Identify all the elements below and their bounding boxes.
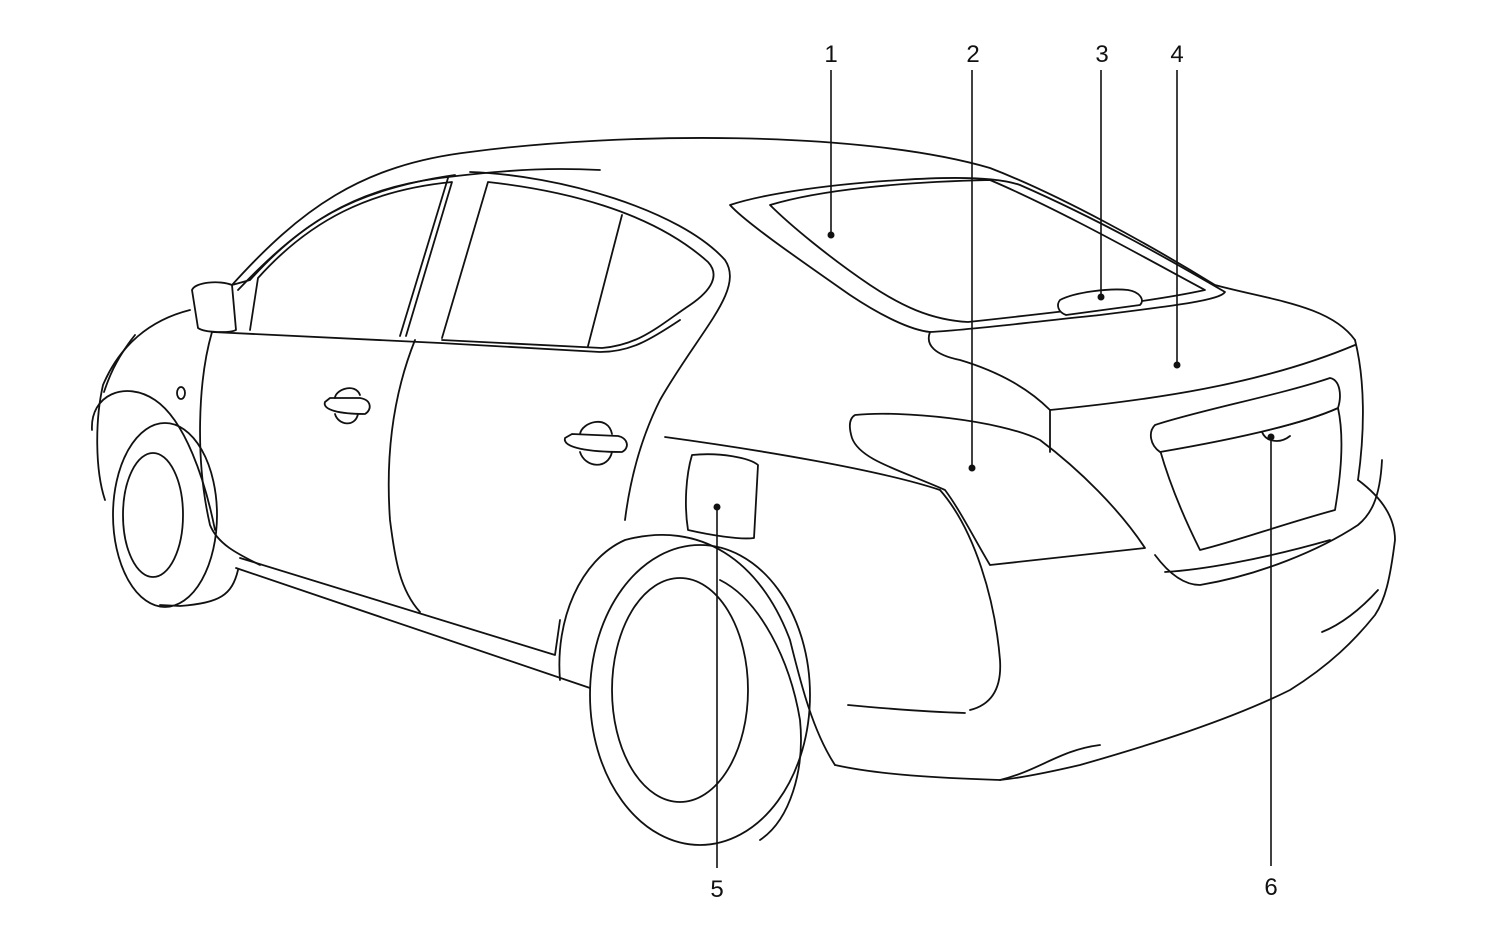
- front-tire: [112, 422, 218, 608]
- fuel-filler-door: [685, 453, 759, 540]
- c-pillar-outer: [469, 171, 731, 521]
- front-fender-inner: [103, 334, 136, 393]
- front-rim: [122, 452, 184, 578]
- callout-leaders: [713, 70, 1275, 868]
- bumper-character-line: [847, 704, 966, 714]
- front-door-handle: [323, 397, 371, 415]
- leader-dot-4: [1173, 361, 1181, 369]
- rear-glass-outer: [729, 177, 1226, 333]
- rear-window-divider: [587, 214, 623, 347]
- front-side-window: [249, 181, 453, 337]
- rear-tire: [589, 544, 811, 846]
- b-pillar-line: [399, 177, 449, 337]
- side-marker: [176, 386, 186, 400]
- front-door-front-edge: [199, 331, 261, 566]
- rear-bumper-lower-line: [1321, 589, 1379, 633]
- belt-line: [211, 319, 681, 353]
- leader-dot-5: [713, 503, 721, 511]
- callout-number-2: 2: [966, 41, 979, 68]
- callout-number-3: 3: [1095, 41, 1108, 68]
- callout-number-5: 5: [710, 876, 723, 903]
- leader-dot-2: [968, 464, 976, 472]
- trunk-garnish: [1149, 377, 1341, 453]
- side-mirror: [191, 281, 237, 333]
- callout-numbers: 1 2 3 4 5 6: [710, 41, 1277, 903]
- license-lamp: [1261, 431, 1291, 442]
- rear-rim: [611, 577, 749, 803]
- front-tire-bottom: [159, 569, 239, 607]
- front-arch: [91, 390, 216, 531]
- rear-combination-lamp: [848, 412, 1146, 566]
- rear-bumper-side: [999, 479, 1396, 781]
- rear-door-handle-cup: [579, 421, 613, 466]
- high-mount-stop-lamp: [1057, 288, 1143, 316]
- rocker-panel-top: [239, 557, 561, 656]
- rear-tire-side: [719, 579, 802, 841]
- quarter-character-line: [664, 436, 941, 491]
- leader-dot-3: [1097, 293, 1105, 301]
- callout-number-4: 4: [1170, 41, 1183, 68]
- rear-door-handle: [564, 433, 628, 453]
- rear-wheel-arch: [558, 534, 836, 766]
- trunk-lid-edge: [1049, 344, 1356, 411]
- leader-dot-6: [1267, 433, 1275, 441]
- door-split-line: [387, 339, 421, 613]
- rear-bumper-top: [1154, 459, 1383, 586]
- a-pillar: [231, 174, 456, 286]
- leader-dot-1: [827, 231, 835, 239]
- rear-glass-inner: [769, 179, 1206, 323]
- callout-number-1: 1: [824, 41, 837, 68]
- front-fender: [96, 309, 191, 501]
- trunk-lid-top: [927, 331, 1051, 453]
- callout-number-6: 6: [1264, 874, 1277, 901]
- rear-side-window: [441, 181, 715, 349]
- roof-outline: [231, 137, 1356, 341]
- car-illustration: [91, 137, 1396, 846]
- front-door-handle-cup: [334, 387, 361, 425]
- rear-quarter-lower: [939, 489, 1002, 711]
- rear-quarter-right: [1354, 339, 1364, 481]
- rear-bumper-inner: [1164, 539, 1331, 573]
- rocker-panel-bottom: [235, 567, 591, 689]
- rear-bumper-bottom: [834, 744, 1101, 781]
